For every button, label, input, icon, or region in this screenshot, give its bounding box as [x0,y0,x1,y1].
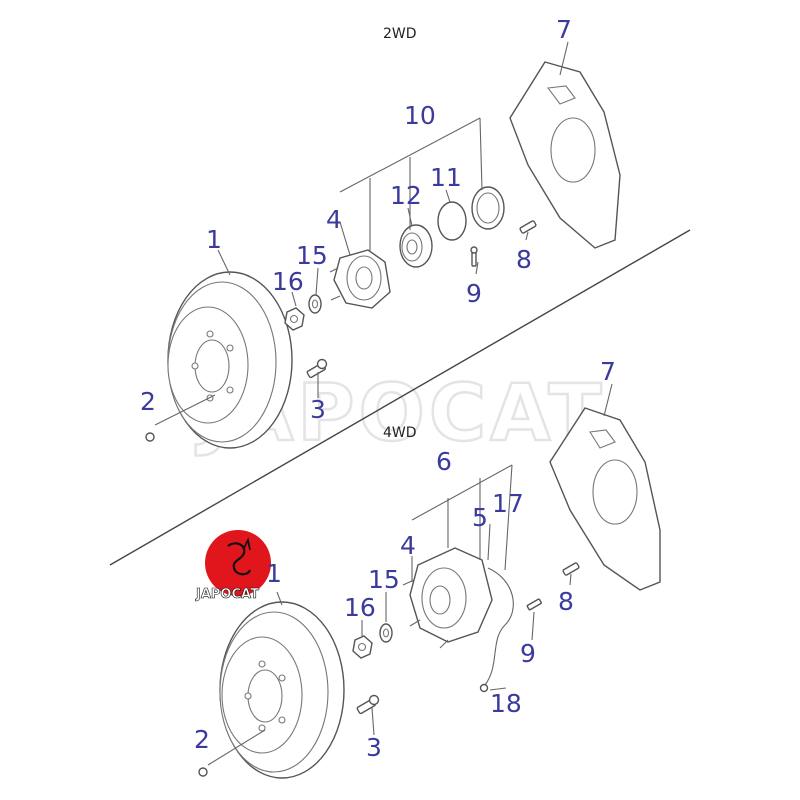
leader-11 [445,189,451,203]
leader-16 [291,291,297,307]
callout-4wd-5: 5 [472,503,488,532]
washer-2wd [308,294,322,314]
snap-ring-2wd [437,201,467,241]
callout-4wd-8: 8 [558,587,574,616]
logo-disc [205,530,271,596]
washer-4wd [379,623,393,643]
callout-2wd-10: 10 [404,101,436,130]
callout-4wd-1: 1 [266,559,282,588]
leader-4 [339,221,351,256]
callout-2wd-4: 4 [326,205,342,234]
plate-bolt-2wd [519,220,537,234]
callout-2wd-11: 11 [430,163,462,192]
leader-4wd-5 [487,523,491,561]
wheel-bolt-4wd [356,694,380,715]
callout-2wd-2: 2 [140,387,156,416]
leader-12 [407,207,413,227]
leader-4wd-18 [489,687,507,691]
hub-assembly-4wd [402,547,493,649]
callout-4wd-7: 7 [600,357,616,386]
callout-2wd-1: 1 [206,225,222,254]
nut-4wd [352,635,373,659]
callout-4wd-6: 6 [436,447,452,476]
leader-4wd-2 [207,729,266,766]
small-bolt-2wd [470,246,478,267]
disc-screw-2wd [145,432,155,442]
callout-4wd-9: 9 [520,639,536,668]
leader-4wd-3 [371,707,375,736]
nut-2wd [284,307,305,331]
section-divider [109,229,691,566]
brake-disc-4wd [219,601,345,779]
callout-2wd-12: 12 [390,181,422,210]
bearing-2wd [399,224,433,268]
callout-4wd-2: 2 [194,725,210,754]
callout-4wd-17: 17 [492,489,524,518]
leader-9 [475,261,479,275]
variant-label-4wd: 4WD [383,425,417,441]
callout-2wd-3: 3 [310,395,326,424]
callout-2wd-9: 9 [466,279,482,308]
callout-2wd-7: 7 [556,15,572,44]
oil-seal-2wd [471,186,505,230]
abs-sensor-cable-4wd [479,567,514,693]
callout-2wd-15: 15 [296,241,328,270]
callout-4wd-18: 18 [490,689,522,718]
disc-screw-4wd [198,767,208,777]
leader-4wd-7 [603,383,613,417]
leader-10 [339,117,483,252]
brake-disc-2wd [167,271,293,449]
leader-1 [217,249,231,276]
backing-plate-2wd [509,61,621,249]
leader-4wd-1 [276,591,283,606]
plate-bolt-4wd [562,562,580,576]
leader-15 [315,267,319,296]
leader-4wd-6 [411,464,513,571]
backing-plate-4wd [549,407,661,591]
variant-label-2wd: 2WD [383,26,417,42]
leader-7 [559,41,569,76]
leader-2 [154,394,216,426]
callout-4wd-3: 3 [366,733,382,762]
callout-2wd-16: 16 [272,267,304,296]
japocat-logo: JAPOCAT [195,530,271,602]
leader-4wd-8 [569,573,572,586]
leader-4wd-9 [531,611,535,641]
logo-text: JAPOCAT [195,587,259,602]
hub-2wd [329,249,391,309]
leader-8 [525,231,529,241]
callout-4wd-16: 16 [344,593,376,622]
small-bolt-4wd [526,598,542,611]
cat-glyph-icon [227,542,252,576]
callout-4wd-15: 15 [368,565,400,594]
callout-4wd-4: 4 [400,531,416,560]
callout-2wd-8: 8 [516,245,532,274]
